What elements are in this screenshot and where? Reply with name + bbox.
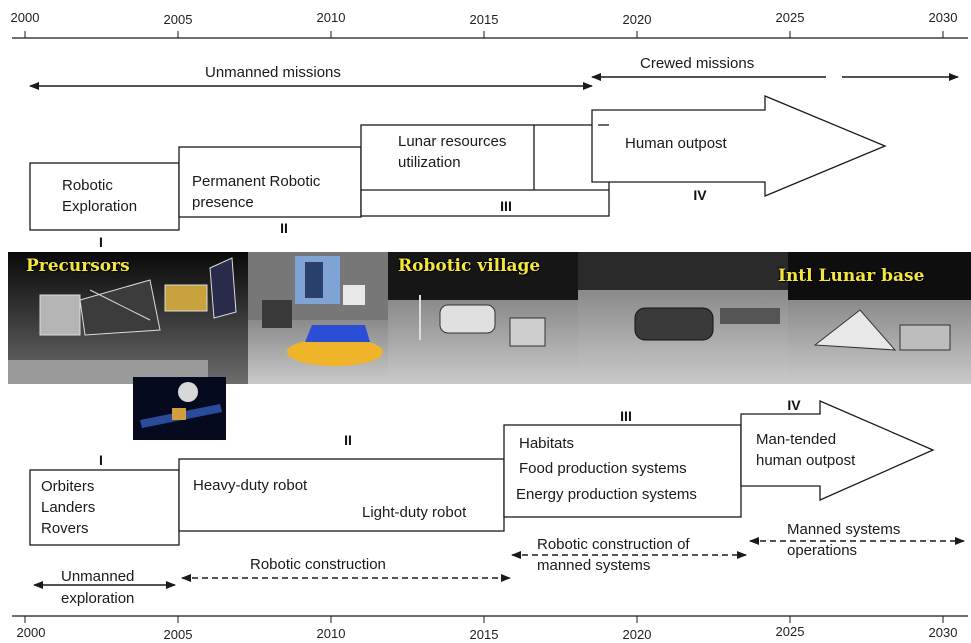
light-duty-robot-label: Light-duty robot xyxy=(362,504,467,521)
top-stage2-box xyxy=(178,146,362,218)
bottom-year-2000: 2000 xyxy=(16,625,46,640)
bottom-year-2025: 2025 xyxy=(775,624,805,639)
bottom-axis xyxy=(12,615,968,623)
top-stage3-numeral: III xyxy=(500,198,512,214)
top-axis xyxy=(12,31,968,39)
top-stage3-box xyxy=(360,124,610,217)
top-stage1-numeral: I xyxy=(99,234,103,250)
bottom-stage4-line1: Man-tended xyxy=(756,431,837,448)
top-year-2025: 2025 xyxy=(775,10,805,25)
heavy-duty-robot-label: Heavy-duty robot xyxy=(193,477,308,494)
habitats-label: Habitats xyxy=(519,435,575,452)
food-production-label: Food production systems xyxy=(519,460,687,477)
top-stage2-line1: Permanent Robotic xyxy=(192,173,321,190)
bottom-stage3-box xyxy=(503,424,742,518)
bottom-stage1-item-orbiters: Orbiters xyxy=(41,478,95,495)
top-stage4-arrow xyxy=(591,95,887,197)
top-year-2010: 2010 xyxy=(316,10,346,25)
unmanned-missions-label: Unmanned missions xyxy=(205,64,341,81)
intl-lunar-base-title: Intl Lunar base xyxy=(778,266,925,286)
bottom-stage4-numeral: IV xyxy=(787,397,801,413)
top-year-2030: 2030 xyxy=(928,10,958,25)
top-stage4-numeral: IV xyxy=(693,187,707,203)
top-stage2-line2: presence xyxy=(192,194,254,211)
bottom-stage1-item-landers: Landers xyxy=(41,499,96,516)
top-year-2020: 2020 xyxy=(622,12,652,27)
robotic-construction-manned-line1: Robotic construction of xyxy=(537,536,690,553)
top-stage3-line2: utilization xyxy=(398,154,461,171)
bottom-year-2005: 2005 xyxy=(163,627,193,642)
bottom-stage1-numeral: I xyxy=(99,452,103,468)
bottom-stage1-item-rovers: Rovers xyxy=(41,520,89,537)
bottom-stage4-arrow xyxy=(740,400,935,501)
top-stage1-line2: Exploration xyxy=(62,198,138,215)
bottom-stage3-numeral: III xyxy=(620,408,632,424)
top-stage3-line1: Lunar resources xyxy=(398,133,507,150)
top-stage2-numeral: II xyxy=(280,220,288,236)
bottom-stage4-line2: human outpost xyxy=(756,452,856,469)
top-stage1-box xyxy=(29,162,180,231)
orbiter-illustration xyxy=(39,257,237,336)
bottom-stage2-box xyxy=(178,458,505,532)
bottom-year-2030: 2030 xyxy=(928,625,958,640)
precursors-title: Precursors xyxy=(26,256,130,276)
top-year-2015: 2015 xyxy=(469,12,499,27)
manned-operations-line1: Manned systems xyxy=(787,521,901,538)
bottom-stage2-numeral: II xyxy=(344,432,352,448)
top-stage1-line1: Robotic xyxy=(62,177,113,194)
top-year-2000: 2000 xyxy=(10,10,40,25)
robotic-construction-manned-line2: manned systems xyxy=(537,557,651,574)
bottom-year-2010: 2010 xyxy=(316,626,346,641)
photo-band xyxy=(8,252,971,384)
top-year-2005: 2005 xyxy=(163,12,193,27)
manned-operations-line2: operations xyxy=(787,542,858,559)
unmanned-exploration-line1: Unmanned xyxy=(61,568,135,585)
earth-moon-insert xyxy=(133,377,226,440)
energy-production-label: Energy production systems xyxy=(516,486,697,503)
top-stage4-line1: Human outpost xyxy=(625,135,727,152)
bottom-stage1-box xyxy=(29,469,180,546)
unmanned-exploration-line2: exploration xyxy=(61,590,135,607)
robotic-village-title: Robotic village xyxy=(398,256,541,276)
crewed-missions-label: Crewed missions xyxy=(640,55,755,72)
bottom-year-2020: 2020 xyxy=(622,627,652,642)
robotic-construction-label: Robotic construction xyxy=(250,556,386,573)
bottom-year-2015: 2015 xyxy=(469,627,499,642)
